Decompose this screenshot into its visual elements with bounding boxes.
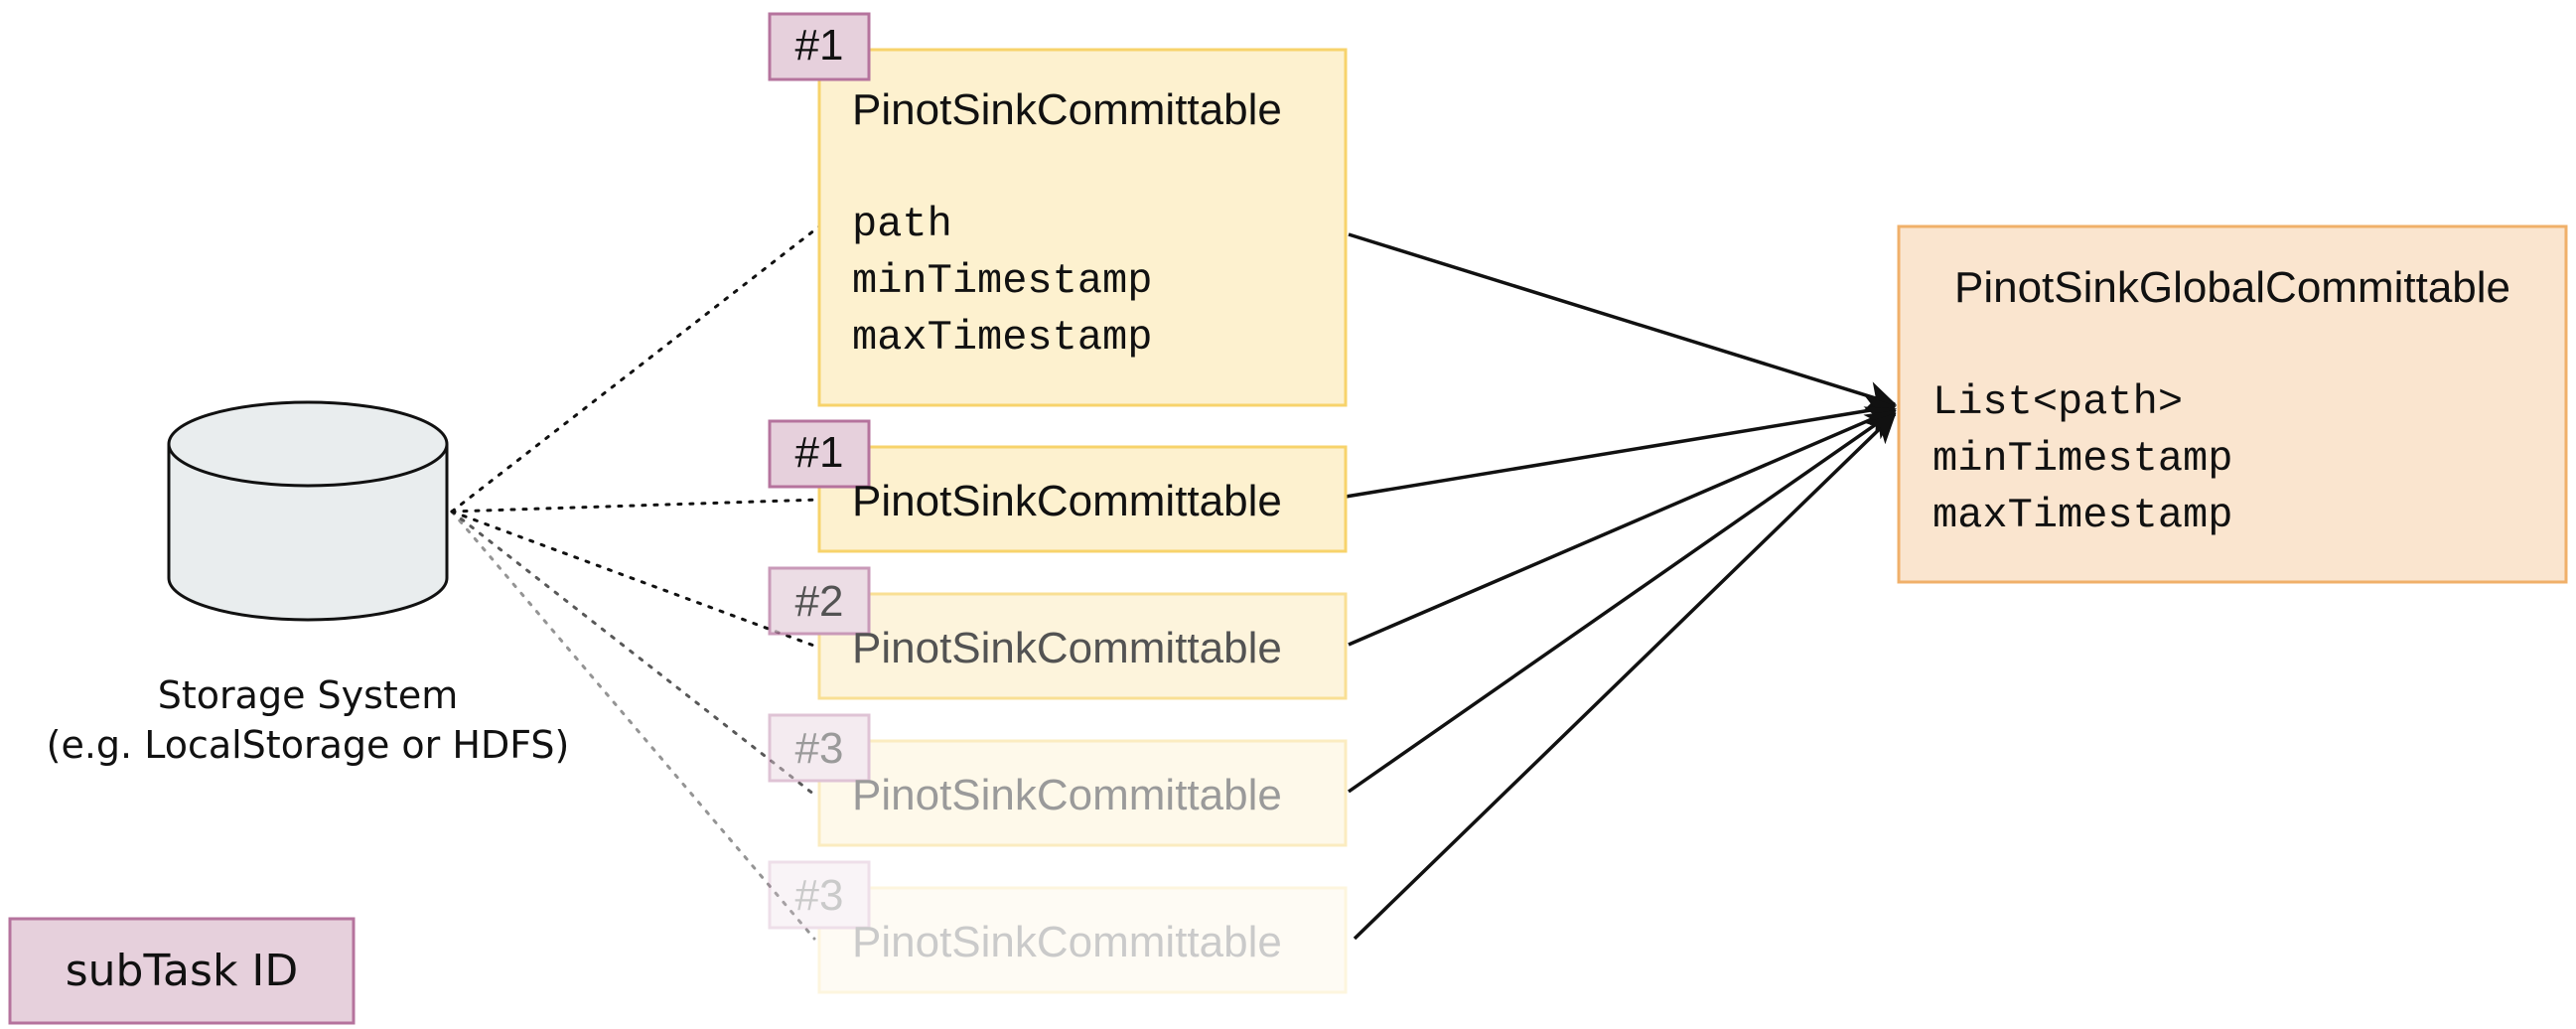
committable-box (817, 739, 1348, 847)
subtask-id-text: #3 (795, 724, 844, 773)
storage-connector-5 (450, 510, 816, 941)
subtask-id-text: #2 (795, 577, 844, 626)
committable-title: PinotSinkCommittable (852, 477, 1282, 525)
commit-arrow-2 (1345, 395, 1897, 499)
field-list-path: List<path> (1932, 378, 2183, 426)
commit-arrow-3 (1348, 406, 1897, 647)
committable-5: #3 PinotSinkCommittable (768, 860, 1348, 994)
committable-3: #2 PinotSinkCommittable (768, 566, 1348, 700)
subtask-id-text: #3 (795, 871, 844, 920)
commit-arrow-1 (1348, 232, 1897, 411)
committable-1: #1 PinotSinkCommittable path minTimestam… (768, 12, 1348, 407)
global-committable: PinotSinkGlobalCommittable List<path> mi… (1897, 224, 2568, 584)
committable-2: #1 PinotSinkCommittable (768, 419, 1348, 553)
committable-title: PinotSinkCommittable (852, 918, 1282, 966)
storage-connector-1 (450, 224, 821, 514)
global-committable-title: PinotSinkGlobalCommittable (1954, 263, 2510, 312)
subtask-id-badge (768, 860, 871, 930)
field-min-timestamp: minTimestamp (852, 257, 1152, 305)
storage-label-line1: Storage System (158, 673, 458, 717)
committable-box (817, 445, 1348, 553)
storage-system-icon (167, 400, 449, 622)
storage-connector-3 (450, 510, 821, 650)
committable-box (817, 48, 1348, 407)
committable-title: PinotSinkCommittable (852, 624, 1282, 672)
subtask-id-badge (768, 566, 871, 636)
field-min-timestamp: minTimestamp (1932, 435, 2232, 483)
storage-label-line2: (e.g. LocalStorage or HDFS) (47, 723, 570, 767)
commit-arrows (1345, 232, 1897, 941)
storage-connector-2 (450, 498, 821, 514)
storage-connectors (450, 224, 821, 941)
committable-title: PinotSinkCommittable (852, 771, 1282, 819)
committable-box (817, 592, 1348, 700)
legend-label: subTask ID (66, 946, 299, 996)
legend-box (8, 917, 356, 1025)
storage-connector-4 (450, 510, 816, 797)
subtask-id-text: #1 (795, 21, 844, 70)
field-max-timestamp: maxTimestamp (1932, 492, 2232, 539)
legend-subtask-id: subTask ID (8, 917, 356, 1025)
commit-arrow-4 (1347, 409, 1897, 794)
committable-title: PinotSinkCommittable (852, 85, 1282, 134)
subtask-id-badge (768, 12, 871, 81)
subtask-id-badge (768, 419, 871, 489)
committable-box (817, 886, 1348, 994)
field-max-timestamp: maxTimestamp (852, 314, 1152, 362)
subtask-id-text: #1 (795, 428, 844, 477)
subtask-id-badge (768, 713, 871, 783)
commit-arrow-5 (1353, 412, 1897, 941)
global-committable-box (1897, 224, 2568, 584)
field-path: path (852, 201, 952, 248)
committable-4: #3 PinotSinkCommittable (768, 713, 1348, 847)
